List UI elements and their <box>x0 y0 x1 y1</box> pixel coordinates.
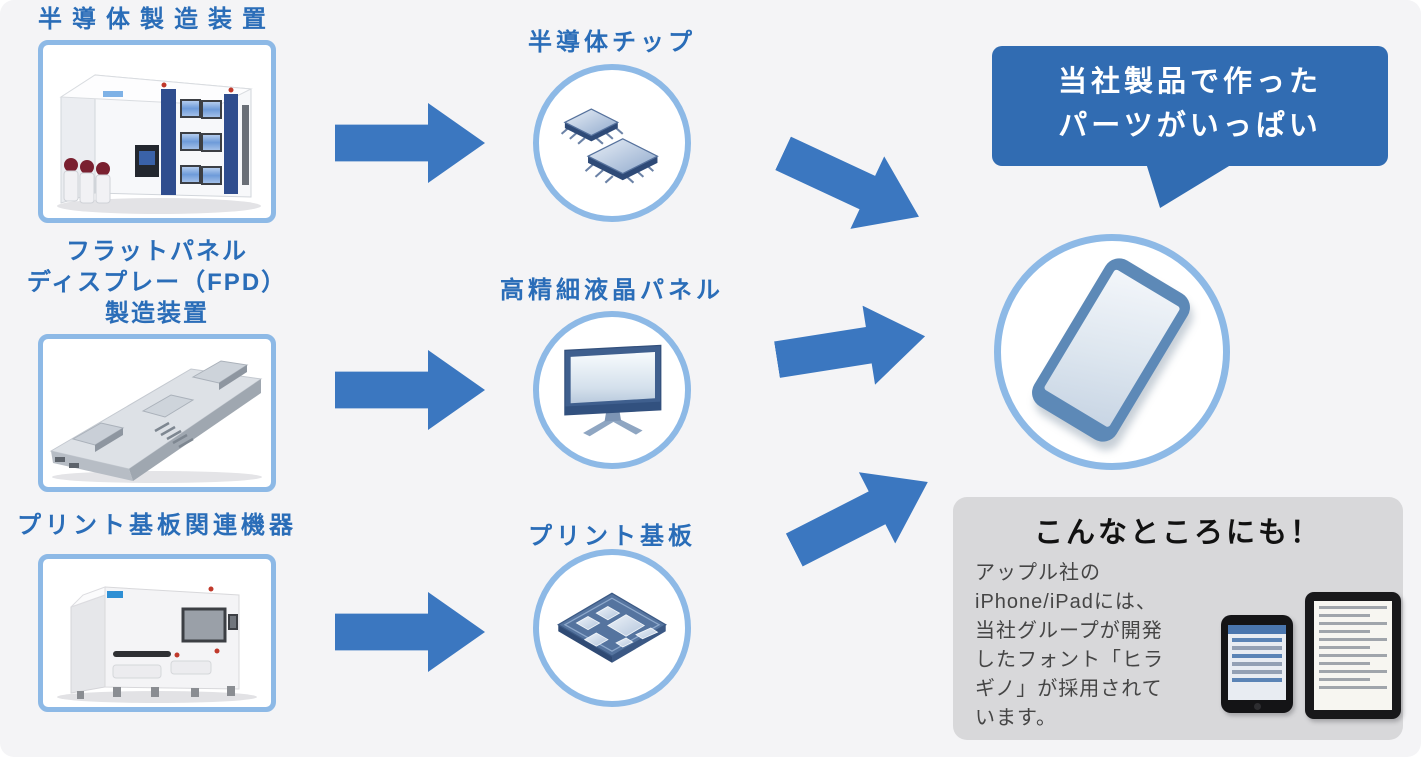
arrow-chip-to-phone <box>766 117 936 253</box>
equipment-label-fpd: フラットパネル ディスプレー（FPD） 製造装置 <box>26 238 288 327</box>
fpd-equipment-photo <box>38 334 276 492</box>
arrow-fpd-to-panel <box>335 350 485 430</box>
iphone-screen <box>1228 625 1286 700</box>
arrow-pcb-to-phone <box>776 446 946 585</box>
printed-circuit-board-icon <box>533 549 691 707</box>
fpd-machine-image <box>49 360 263 483</box>
semiconductor-chip-icon <box>533 64 691 222</box>
smartphone-body <box>1026 252 1196 448</box>
info-box-title: こんなところにも！ <box>1033 517 1322 549</box>
arrow-semiconductor-to-chip <box>335 103 485 183</box>
product-label-chip: 半導体チップ <box>528 29 696 56</box>
info-box-body: アップル社の iPhone/iPadには、 当社グループが開発 したフォント「ヒ… <box>975 562 1164 729</box>
monitor-glyph <box>564 344 662 437</box>
semiconductor-fab-machine-image <box>57 74 261 214</box>
ipad-photo <box>1305 592 1401 719</box>
info-box: こんなところにも！ アップル社の iPhone/iPadには、 当社グループが開… <box>953 497 1403 740</box>
pcb-equipment-photo <box>38 554 276 712</box>
smartphone-screen <box>1043 268 1181 428</box>
chip-glyph <box>560 108 659 184</box>
arrow-panel-to-phone <box>771 297 932 399</box>
arrow-pcbequip-to-pcb <box>335 592 485 672</box>
speech-bubble: 当社製品で作った パーツがいっぱい <box>992 46 1388 166</box>
speech-bubble-tail <box>1146 163 1234 208</box>
ipad-screen <box>1314 601 1392 710</box>
product-label-pcb: プリント基板 <box>528 523 696 550</box>
equipment-label-pcb: プリント基板関連機器 <box>17 512 297 539</box>
iphone-photo <box>1221 615 1293 713</box>
semiconductor-equipment-photo <box>38 40 276 223</box>
smartphone-icon <box>994 234 1230 470</box>
equipment-label-semiconductor: 半導体製造装置 <box>38 6 276 33</box>
iphone-home-button <box>1253 703 1261 710</box>
pcb-glyph <box>557 592 667 663</box>
lcd-panel-icon <box>533 311 691 469</box>
pcb-machine-image <box>57 586 257 703</box>
product-label-lcd-panel: 高精細液晶パネル <box>500 277 724 304</box>
